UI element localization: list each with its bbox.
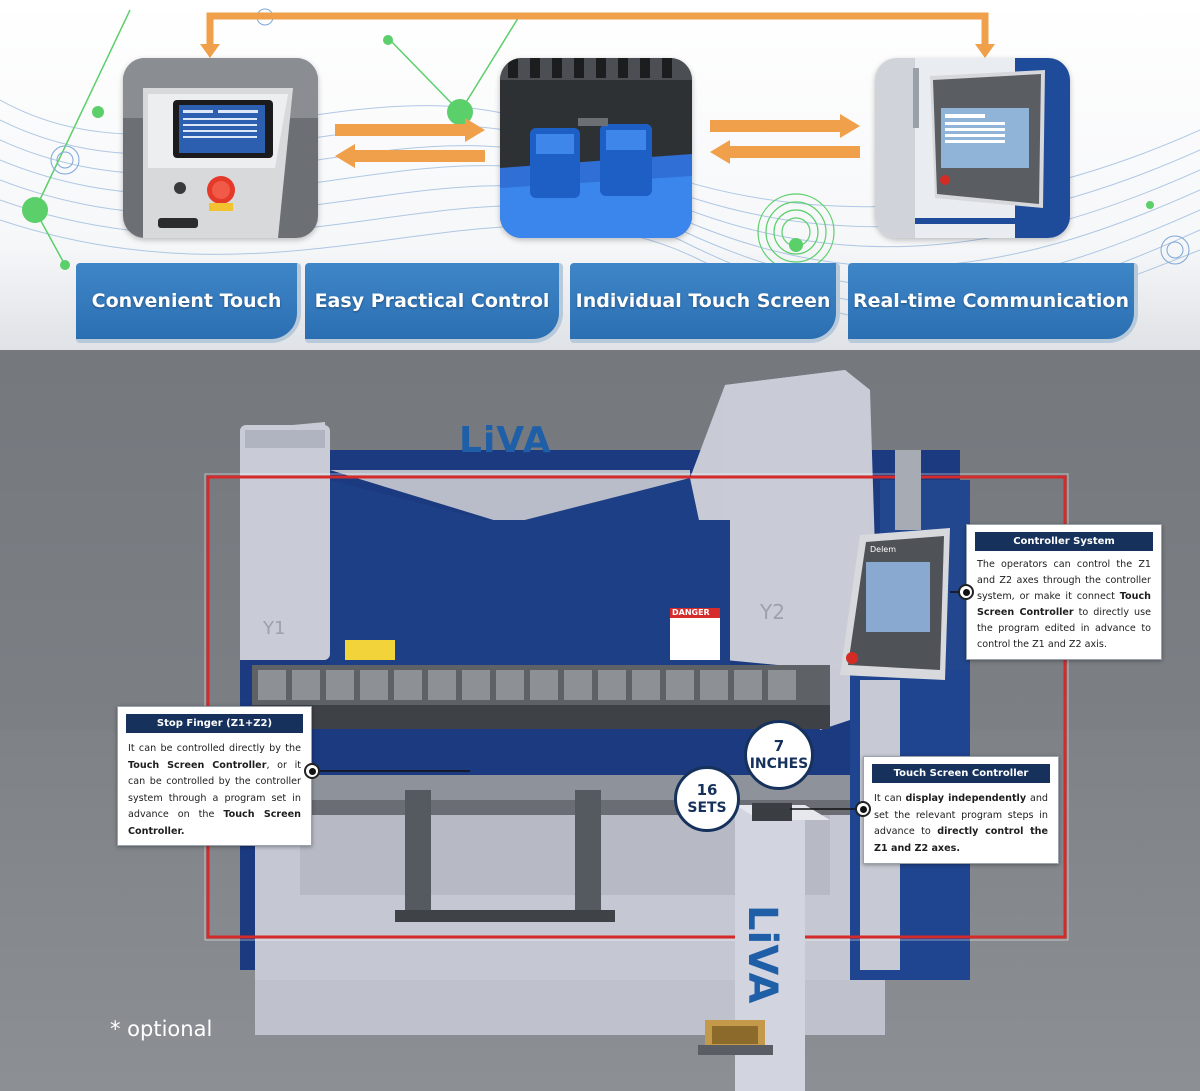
callout-pointer-controller: [958, 584, 974, 600]
danger-label: DANGER: [672, 608, 710, 617]
brand-logo-vertical: LiVA: [739, 905, 785, 1004]
photo-realtime-panel: [875, 58, 1070, 238]
callout-touch-screen-controller: Touch Screen Controller It can display i…: [863, 756, 1059, 864]
callout-body: The operators can control the Z1 and Z2 …: [977, 559, 1151, 650]
callout-pointer-stop-finger: [304, 763, 320, 779]
feature-band: Convenient Touch Easy Practical Control …: [0, 0, 1200, 350]
feature-label: Real-time Communication: [852, 290, 1130, 312]
callout-title: Stop Finger (Z1+Z2): [126, 714, 303, 733]
panel-brand-label: Delem: [870, 545, 897, 554]
feature-label: Individual Touch Screen: [575, 290, 831, 312]
feature-tab-easy-practical-control: Easy Practical Control: [305, 263, 563, 343]
feature-tab-convenient-touch: Convenient Touch: [76, 263, 301, 343]
callout-body: It can be controlled directly by the Tou…: [128, 743, 302, 837]
photo-stop-fingers: [500, 58, 692, 238]
callout-body: It can display independently and set the…: [874, 793, 1048, 854]
callout-pointer-touch-screen: [855, 801, 871, 817]
cylinder-label-y1: Y1: [263, 618, 286, 639]
badge-unit: SETS: [687, 800, 727, 816]
badge-16-sets: 16 SETS: [674, 766, 740, 832]
feature-tab-realtime-communication: Real-time Communication: [848, 263, 1138, 343]
optional-footnote: * optional: [110, 1017, 213, 1041]
photo-convenient-touch: [123, 58, 318, 238]
feature-tab-individual-touch-screen: Individual Touch Screen: [570, 263, 840, 343]
feature-label: Convenient Touch: [91, 290, 282, 312]
feature-label: Easy Practical Control: [314, 290, 550, 312]
callout-controller-system: Controller System The operators can cont…: [966, 524, 1162, 660]
brand-logo: LiVA: [459, 420, 552, 461]
badge-7-inches: 7 INCHES: [744, 720, 814, 790]
badge-unit: INCHES: [749, 756, 809, 772]
badge-number: 7: [773, 737, 785, 755]
callout-stop-finger: Stop Finger (Z1+Z2) It can be controlled…: [117, 706, 312, 846]
badge-number: 16: [696, 781, 718, 799]
cylinder-label-y2: Y2: [760, 600, 785, 624]
callout-title: Controller System: [975, 532, 1153, 551]
callout-title: Touch Screen Controller: [872, 764, 1050, 783]
